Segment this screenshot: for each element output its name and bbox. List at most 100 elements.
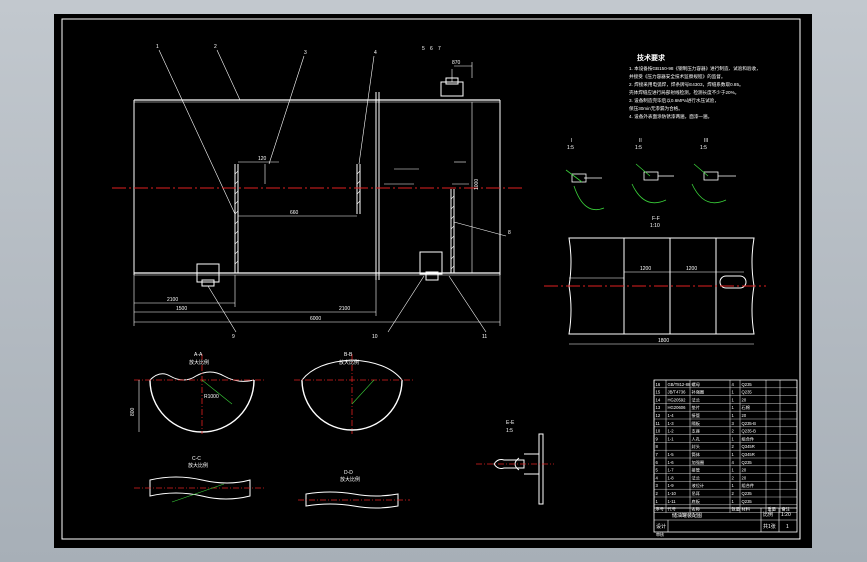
bom-cell: 15 [656,390,661,395]
bom-cell: 1 [732,413,735,418]
tech-note: 4. 设备外表面涂防锈漆两遍，面漆一遍。 [629,113,712,120]
bom-cell: 加强圈 [692,459,705,466]
bom-cell: 垫片 [692,404,700,411]
bom-cell: 吊耳 [692,491,700,497]
dim-label: 870 [452,60,461,66]
title-block: 储油罐装配图 设计 审核 比例 1:20 共1张 1 [654,507,797,537]
drawing-name: 储油罐装配图 [672,512,702,519]
bom-cell: 组合件 [742,482,755,489]
bom-cell: 9 [656,436,659,441]
section-dd [298,491,410,509]
bom-cell: 1 [732,436,735,441]
bom-cell: 1-10 [668,491,677,496]
detail-scale: 1:5 [700,145,707,151]
bom-cell: 螺母 [692,381,700,388]
bom-cell: 人孔 [692,435,701,442]
bom-cell: 2 [732,444,735,449]
bom-cell: 隔板 [692,420,701,427]
bom-cell: Q235 [742,460,753,465]
drawing-sheet: 1 2 3 4 5 6 7 8 9 10 11 870 120 660 2100… [54,14,812,548]
detail-view-3 [691,163,736,204]
bom-cell: Q235 [742,390,753,395]
bom-cell: 16 [656,382,661,387]
section-scale: 放大比例 [188,462,208,469]
bom-cell: 20 [742,468,747,473]
bom-cell: 筒体 [692,451,701,458]
drawing-border [61,18,801,540]
bom-cell: 7 [656,452,659,457]
section-scale: 放大比例 [339,359,359,366]
bom-cell: Q345R [742,452,755,457]
sheet-label: 共1张 [763,523,776,530]
bom-cell: 13 [656,405,661,410]
part-label: 6 [430,46,433,52]
bom-cell: 法兰 [692,474,700,481]
title-label: 设计 [656,523,666,530]
section-title: F-F [652,216,660,222]
bom-cell: 14 [656,397,661,402]
bom-cell: 重量 [768,506,776,513]
bom-cell: 4 [732,460,735,465]
bom-cell: 1 [732,499,735,504]
dim-label: 1000 [474,179,480,190]
bom-cell: 4 [656,475,659,480]
bom-cell: 代号 [668,506,676,513]
detail-title: II [639,138,642,144]
part-label: 11 [482,334,487,340]
dim-label: 6000 [310,316,321,322]
bom-cell: 数量 [732,506,740,513]
bom-cell: 1 [732,483,735,488]
bom-cell: 8 [656,444,659,449]
title-label: 审核 [656,531,664,537]
dim-label: 1200 [686,266,697,272]
bom-cell: 1-8 [668,475,675,480]
bom-cell: 接管 [692,467,700,474]
bom-cell: 材料 [742,506,751,513]
bom-cell: 3 [732,421,735,426]
bom-cell: 1-11 [668,499,677,504]
bom-cell: 1 [732,397,735,402]
bom-cell: Q235 [742,382,753,387]
part-label: 8 [508,230,511,236]
tech-note: 保压30min无渗漏为合格。 [629,105,683,112]
dim-label: 1200 [640,266,651,272]
part-label: 4 [374,50,377,56]
detail-labels: I 1:5 II 1:5 III 1:5 [567,138,708,151]
bom-cell: 1 [732,405,735,410]
bom-cell: 1 [732,452,735,457]
part-label: 10 [372,334,378,340]
bom-cell: 封头 [692,443,700,450]
bom-cell: 支座 [692,428,700,435]
bom-cell: 法兰 [692,396,700,403]
tech-note: 2. 焊接采用电弧焊，焊条牌号E4303，焊缝系数取0.85。 [629,81,744,88]
bom-cell: 序号 [656,506,664,513]
bom-cell: JB/T4736 [668,390,687,395]
dim-label: 800 [130,407,136,416]
section-title: D-D [344,470,353,476]
bom-cell: 石棉 [742,404,750,411]
bom-cell: 2 [732,491,735,496]
dim-label: 660 [290,210,299,216]
section-bb [294,354,414,434]
part-label: 5 [422,46,425,52]
bom-cell: 20 [742,413,747,418]
section-scale: 放大比例 [189,359,209,366]
dim-label: 2100 [167,297,178,303]
bom-cell: 2 [732,475,735,480]
dim-label: 1500 [176,306,187,312]
section-aa [134,354,264,434]
part-label: 9 [232,334,235,340]
detail-view-1 [565,169,605,211]
bom-cell: 1-4 [668,413,675,418]
dim-label: 1800 [658,338,669,344]
bom-cell: 补强圈 [692,389,705,396]
section-title: E-E [506,420,515,426]
section-ee [476,433,554,505]
part-label: 2 [214,44,217,50]
bom-cell: Q345R [742,444,755,449]
dim-label: R1000 [204,394,219,400]
part-label: 3 [304,50,307,56]
detail-views [565,163,736,211]
